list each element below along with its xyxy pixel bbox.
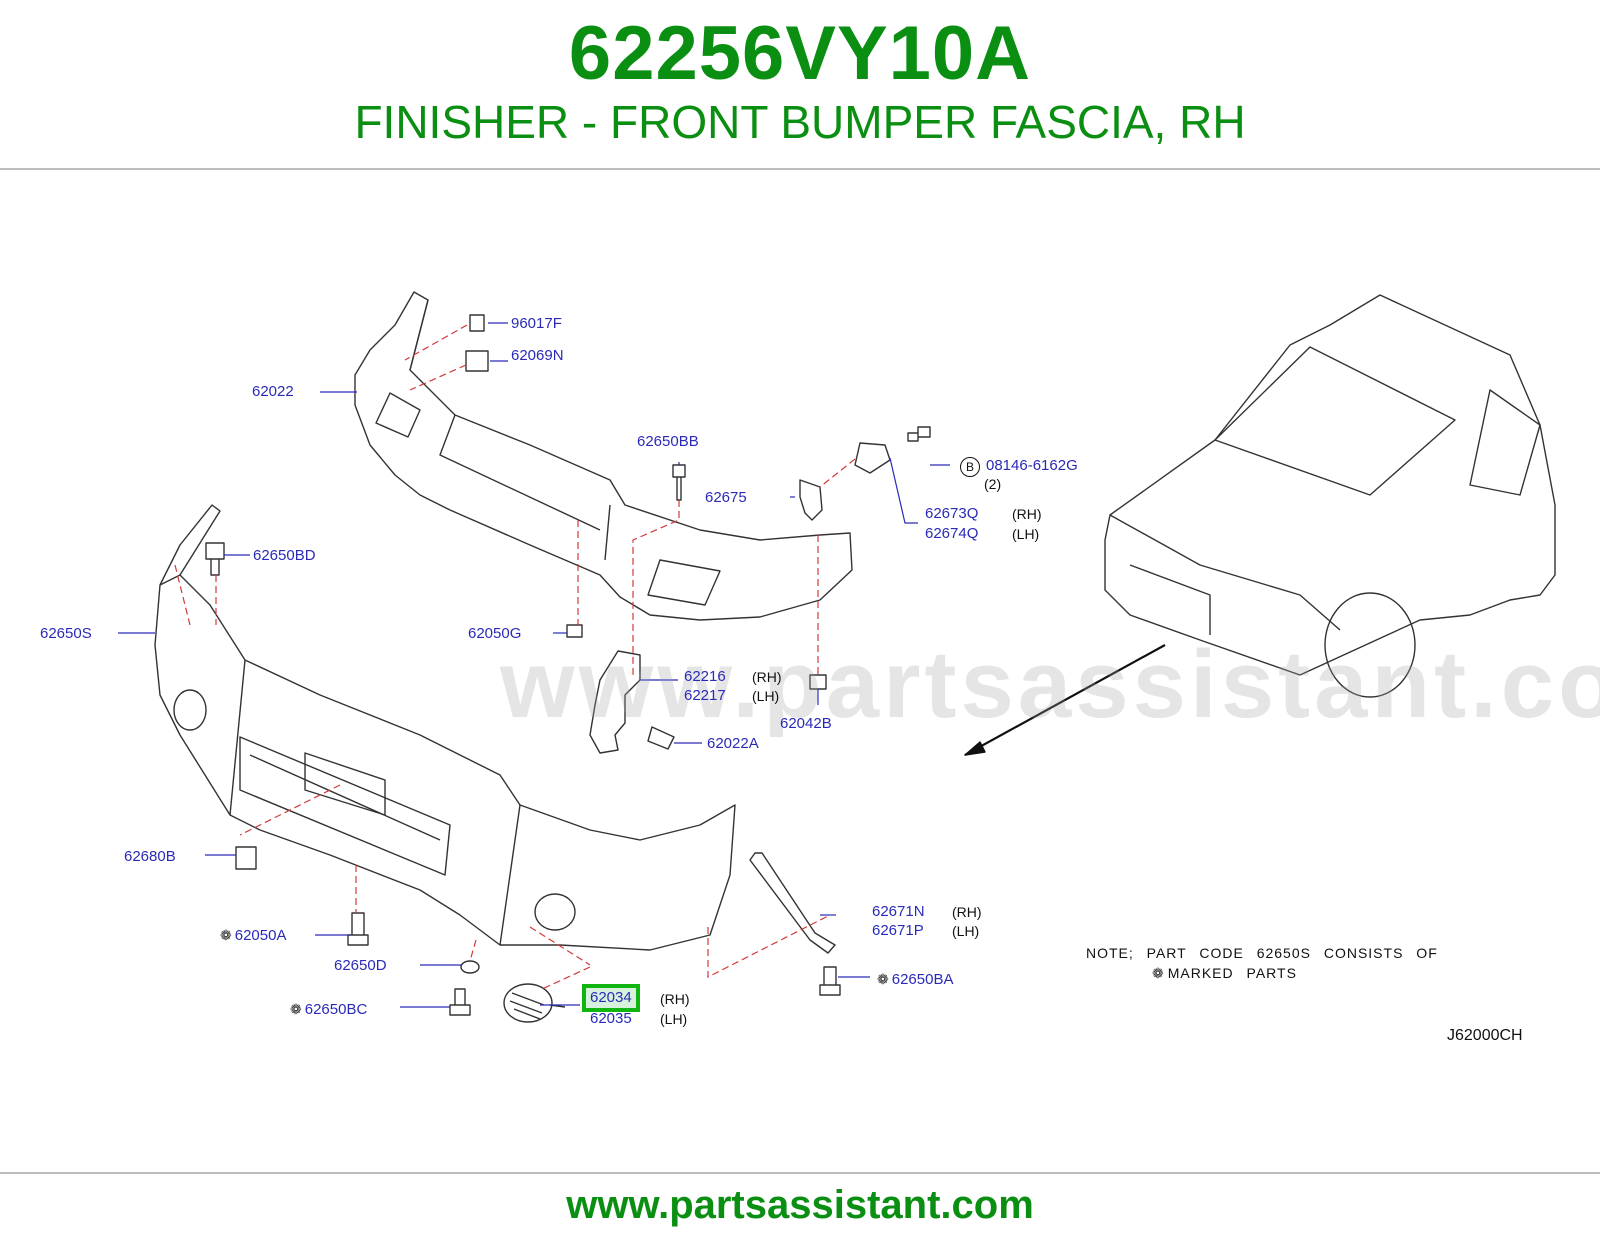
callout-62650D[interactable]: 62650D (334, 957, 387, 974)
diagram-note: NOTE; PART CODE 62650S CONSISTS OF ❁MARK… (1086, 943, 1446, 983)
callout-62650BD[interactable]: 62650BD (253, 547, 316, 564)
callout-62216[interactable]: 62216 (684, 668, 726, 685)
diagram-drawing (118, 291, 1556, 1023)
vehicle-sketch-drawing (1104, 294, 1556, 698)
callout-62035[interactable]: 62035 (590, 1010, 632, 1027)
callout-62034-selected[interactable]: 62034 (582, 984, 640, 1012)
side-lh-62217: (LH) (752, 688, 780, 704)
marked-part-icon: ❁ (220, 927, 232, 943)
side-lh-62671P: (LH) (952, 923, 980, 939)
callout-62217[interactable]: 62217 (684, 687, 726, 704)
marked-part-icon: ❁ (290, 1001, 302, 1017)
callout-08146-6162G[interactable]: 08146-6162G (986, 457, 1078, 474)
leader-lines (118, 322, 950, 1008)
callout-62050A[interactable]: ❁62050A (220, 927, 287, 944)
side-lh-62035: (LH) (660, 1011, 688, 1027)
callout-62671P[interactable]: 62671P (872, 922, 924, 939)
vehicle-pointer-arrow (964, 644, 1166, 756)
part-description-title: FINISHER - FRONT BUMPER FASCIA, RH (354, 96, 1246, 148)
callout-62680B[interactable]: 62680B (124, 848, 176, 865)
footer-divider (0, 1172, 1600, 1174)
callout-62022A[interactable]: 62022A (707, 735, 759, 752)
callout-62650BB[interactable]: 62650BB (637, 433, 699, 450)
callout-62650BA[interactable]: ❁62650BA (877, 971, 954, 988)
callout-62675[interactable]: 62675 (705, 489, 747, 506)
callout-62671N[interactable]: 62671N (872, 903, 925, 920)
fog-finisher-drawing (503, 983, 566, 1023)
callout-62042B[interactable]: 62042B (780, 715, 832, 732)
bumper-reinforcement-drawing (354, 291, 853, 621)
side-rh-62034: (RH) (660, 991, 690, 1007)
stay-62671-drawing (749, 852, 836, 954)
alignment-lines (174, 324, 856, 991)
side-rh-62673Q: (RH) (1012, 506, 1042, 522)
side-lh-62674Q: (LH) (1012, 526, 1040, 542)
bolt-b-marker: B (960, 457, 980, 477)
callout-96017F[interactable]: 96017F (511, 315, 562, 332)
footer-site-link[interactable]: www.partsassistant.com (566, 1183, 1034, 1227)
bracket-62216-drawing (589, 650, 641, 754)
header-divider (0, 168, 1600, 170)
bumper-fascia-drawing (154, 504, 736, 951)
callout-62069N[interactable]: 62069N (511, 347, 564, 364)
header: 62256VY10A FINISHER - FRONT BUMPER FASCI… (0, 0, 1600, 170)
watermark: www.partsassistant.com (500, 631, 1600, 738)
note-line-2: ❁MARKED PARTS (1152, 965, 1297, 981)
callout-62674Q[interactable]: 62674Q (925, 525, 979, 542)
side-rh-62216: (RH) (752, 669, 782, 685)
callout-62022[interactable]: 62022 (252, 383, 294, 400)
parts-diagram: www.partsassistant.com 96017F 62069N 620… (0, 175, 1600, 1165)
part-number-title: 62256VY10A (568, 11, 1032, 96)
callout-62050G[interactable]: 62050G (468, 625, 522, 642)
marked-part-icon: ❁ (877, 971, 889, 987)
callout-62650BC[interactable]: ❁62650BC (290, 1001, 368, 1018)
qty-label: (2) (984, 476, 1002, 492)
diagram-code: J62000CH (1447, 1027, 1523, 1044)
note-line-1: NOTE; PART CODE 62650S CONSISTS OF (1086, 945, 1438, 961)
marked-part-icon: ❁ (1152, 965, 1165, 981)
callout-62673Q[interactable]: 62673Q (925, 505, 979, 522)
fastener-drawings (205, 314, 931, 1016)
side-rh-62671N: (RH) (952, 904, 982, 920)
callout-62650S[interactable]: 62650S (40, 625, 92, 642)
bracket-62675-drawing (799, 442, 891, 521)
